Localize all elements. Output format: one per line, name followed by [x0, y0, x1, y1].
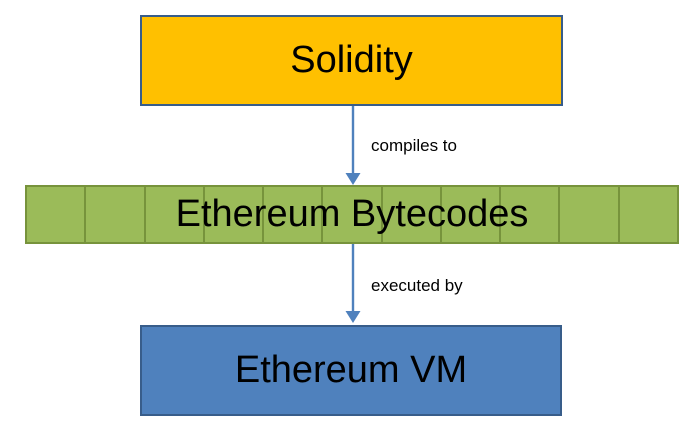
- bytecode-segment: [439, 187, 499, 242]
- bytecode-segments: [27, 187, 677, 242]
- node-solidity: Solidity: [140, 15, 563, 106]
- bytecode-segment: [321, 187, 380, 242]
- executed-by-arrow: [345, 244, 361, 323]
- bytecode-segment: [617, 187, 677, 242]
- node-ethereum-bytecodes-label: Ethereum Bytecodes: [175, 193, 529, 235]
- node-ethereum-bytecodes: Ethereum Bytecodes: [25, 185, 679, 244]
- node-ethereum-vm-label: Ethereum VM: [234, 349, 468, 391]
- bytecode-segment: [84, 187, 143, 242]
- bytecode-segment: [202, 187, 262, 242]
- bytecode-segment: [143, 187, 203, 242]
- bytecode-segment: [499, 187, 558, 242]
- bytecode-segment: [380, 187, 440, 242]
- node-ethereum-vm: Ethereum VM: [140, 325, 562, 416]
- bytecode-segment: [262, 187, 321, 242]
- compiles-to-label: compiles to: [371, 136, 457, 155]
- node-solidity-label: Solidity: [290, 39, 413, 81]
- bytecode-segment: [558, 187, 617, 242]
- bytecode-segment: [27, 187, 84, 242]
- executed-by-label: executed by: [371, 276, 463, 295]
- compiles-to-arrow: [345, 106, 361, 185]
